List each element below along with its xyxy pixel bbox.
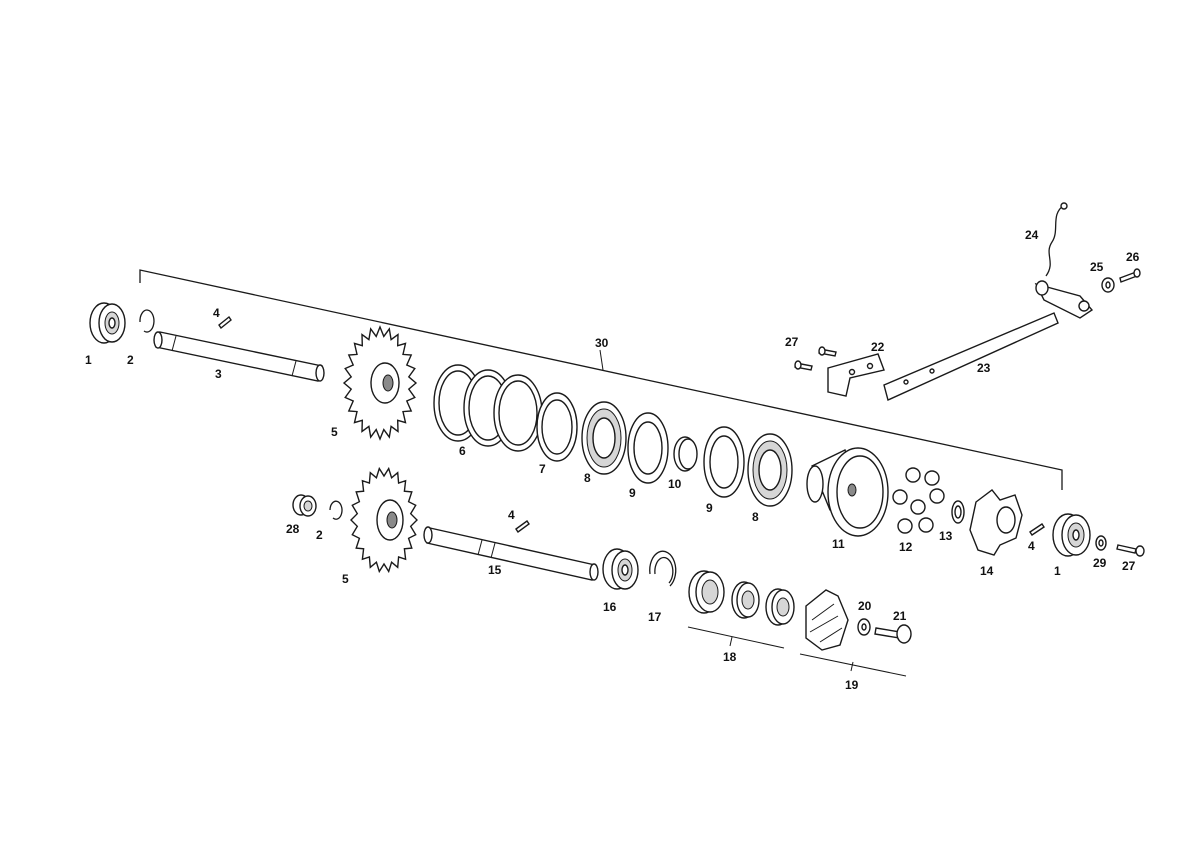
cam-plate-14 [969, 489, 1023, 556]
lever-24 [1034, 202, 1094, 319]
callout-2-lower: 2 [316, 528, 323, 542]
key-lower [515, 520, 530, 533]
callout-10: 10 [668, 477, 682, 491]
bolt-21 [874, 624, 912, 644]
callout-21: 21 [893, 609, 907, 623]
bearing-left [89, 302, 126, 344]
impeller-19 [799, 589, 907, 677]
callout-12: 12 [899, 540, 913, 554]
bracket-22 [827, 353, 885, 397]
shaft-upper [153, 331, 325, 382]
screw-26 [1119, 268, 1141, 283]
washer-20 [857, 618, 871, 636]
circlip-lower [329, 500, 343, 520]
key-upper [218, 315, 232, 330]
bushing-28 [292, 494, 317, 517]
washer-9a [627, 412, 669, 484]
clutch-bell-11 [806, 447, 889, 537]
callout-16: 16 [603, 600, 617, 614]
thrust-bearing-8b [747, 433, 793, 507]
key-right [1029, 523, 1045, 536]
washer-9b [703, 426, 745, 498]
callout-2-left: 2 [127, 353, 134, 367]
callout-26: 26 [1126, 250, 1140, 264]
washer-25 [1101, 277, 1115, 293]
callout-5-upper: 5 [331, 425, 338, 439]
circlip-left [139, 309, 155, 333]
callout-27-right: 27 [1122, 559, 1136, 573]
callout-9-a: 9 [629, 486, 636, 500]
callout-15: 15 [488, 563, 502, 577]
screw-27-right [1116, 544, 1145, 557]
callout-24: 24 [1025, 228, 1039, 242]
lever-arm-23 [883, 312, 1059, 401]
callout-14: 14 [980, 564, 994, 578]
callout-4-right: 4 [1028, 539, 1035, 553]
bearing-right [1052, 513, 1091, 557]
washer-29 [1095, 535, 1107, 551]
callout-28: 28 [286, 522, 300, 536]
callout-23: 23 [977, 361, 991, 375]
callout-6: 6 [459, 444, 466, 458]
callout-labels: 1 2 3 4 5 6 7 8 9 10 9 8 11 12 13 14 4 1… [85, 228, 1140, 692]
callout-20: 20 [858, 599, 872, 613]
callout-17: 17 [648, 610, 662, 624]
callout-30: 30 [595, 336, 609, 350]
seal-kit-18 [687, 570, 795, 649]
springs [433, 364, 543, 452]
bearing-16 [602, 548, 639, 590]
callout-11: 11 [832, 537, 845, 551]
washer-13 [951, 500, 965, 524]
callout-1-left: 1 [85, 353, 92, 367]
screws-27-upper [794, 346, 837, 371]
callout-27-upper: 27 [785, 335, 799, 349]
callout-8-a: 8 [584, 471, 591, 485]
washer-7 [536, 392, 578, 462]
shaft-lower [423, 526, 599, 581]
callout-5-lower: 5 [342, 572, 349, 586]
callout-8-b: 8 [752, 510, 759, 524]
callout-13: 13 [939, 529, 953, 543]
callout-3: 3 [215, 367, 222, 381]
callout-4-lower: 4 [508, 508, 515, 522]
callout-19: 19 [845, 678, 859, 692]
callout-18: 18 [723, 650, 737, 664]
callout-22: 22 [871, 340, 885, 354]
rollers-12 [892, 467, 945, 534]
callout-9-b: 9 [706, 501, 713, 515]
callout-25: 25 [1090, 260, 1104, 274]
gear-lower [350, 466, 418, 574]
thrust-bearing-8a [581, 401, 627, 475]
callout-1-right: 1 [1054, 564, 1061, 578]
callout-4-upper: 4 [213, 306, 220, 320]
callout-7: 7 [539, 462, 546, 476]
ring-10 [673, 436, 698, 472]
assembly-bracket-30 [139, 269, 1063, 490]
callout-29: 29 [1093, 556, 1107, 570]
snap-ring-17 [649, 550, 677, 587]
gear-upper [342, 325, 418, 441]
